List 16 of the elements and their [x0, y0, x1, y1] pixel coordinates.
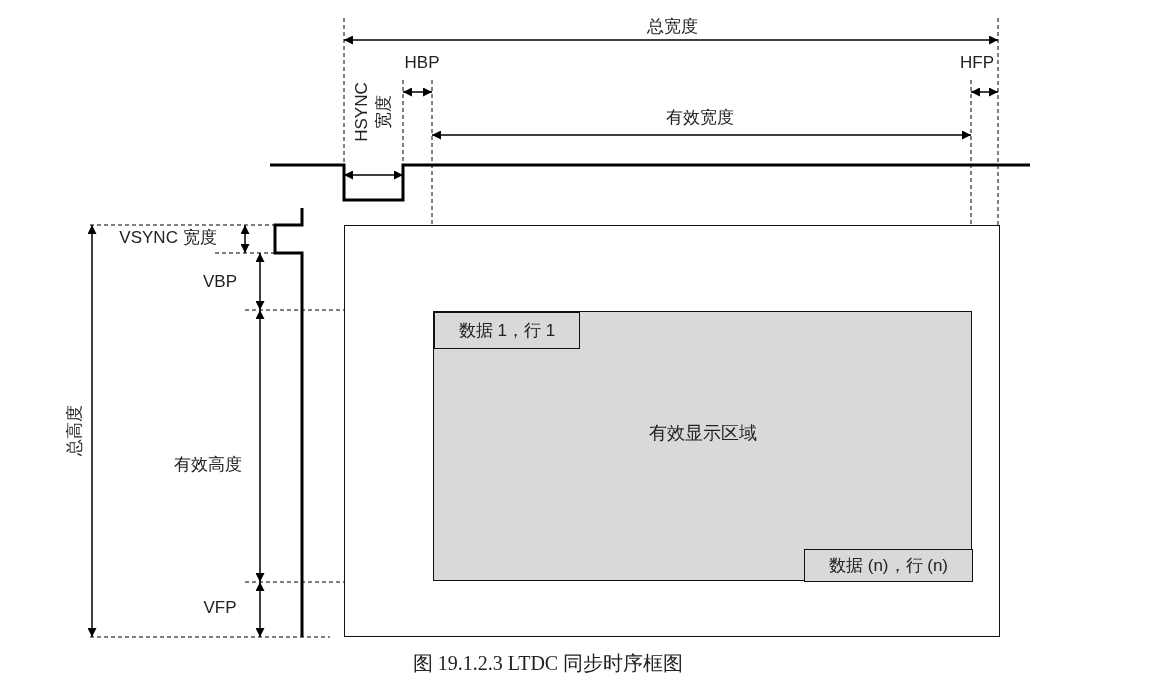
- data-cell: 数据 (n)，行 (n): [804, 549, 973, 582]
- caption: 图 19.1.2.3 LTDC 同步时序框图: [412, 650, 684, 676]
- dimension-label: HSYNC 宽度: [351, 81, 394, 143]
- dimension-label: VSYNC 宽度: [119, 228, 217, 248]
- dimension-label: VBP: [203, 272, 237, 292]
- dimension-label: HBP: [404, 53, 440, 73]
- dimension-label: 总高度: [65, 404, 85, 456]
- data-cell: 数据 1，行 1: [434, 312, 580, 349]
- frame-outline: [344, 225, 1000, 637]
- area-label: 有效显示区域: [648, 421, 757, 445]
- active-display-area: [433, 311, 972, 581]
- dimension-label: 总宽度: [646, 17, 698, 37]
- dimension-label: VFP: [203, 598, 237, 618]
- dimension-label: HFP: [960, 53, 994, 73]
- dimension-label: 有效宽度: [666, 108, 734, 128]
- dimension-label: 有效高度: [174, 455, 242, 475]
